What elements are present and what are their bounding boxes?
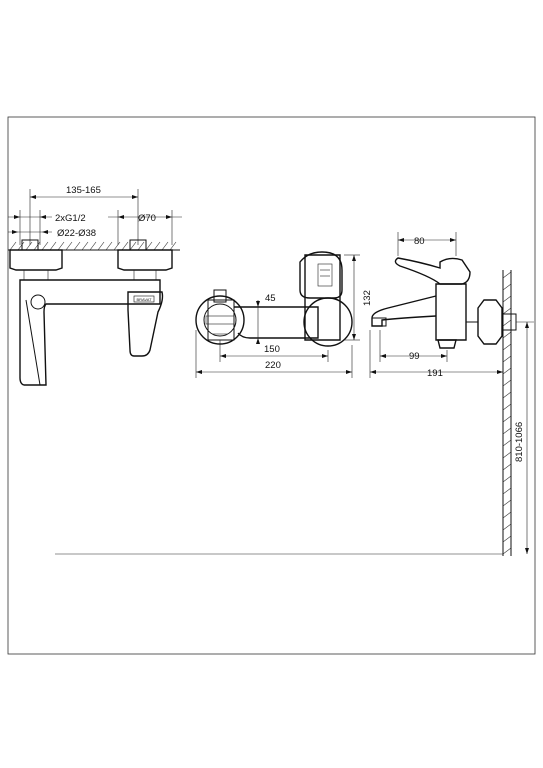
front-view: 45 132 150 220 [195,251,373,378]
dim-overall-width: 220 [265,360,281,371]
top-view: 135-165 2xG1/2 Ø70 Ø22-Ø38 [8,185,182,386]
dim-pipe-diameter-range: Ø22-Ø38 [57,228,96,239]
dim-lever-length: 80 [414,236,425,247]
wall-hatch-side [502,271,512,555]
dim-spacing-range: 135-165 [66,185,101,196]
dim-cover-diameter: Ø70 [138,213,156,224]
side-view: 80 99 191 810-1066 [55,232,534,556]
dim-mount-height-range: 810-1066 [514,422,525,462]
dim-total-projection: 191 [427,368,443,379]
brand-mark: BRAVAT [136,297,152,302]
drawing-frame [7,116,536,655]
wall-hatch-top [9,241,177,251]
dim-spout-reach: 99 [409,351,420,362]
dim-outlet-offset: 45 [265,293,276,304]
dim-center-to-outlet: 150 [264,344,280,355]
dim-connection-thread: 2xG1/2 [55,213,86,224]
dim-body-height: 132 [362,290,373,306]
